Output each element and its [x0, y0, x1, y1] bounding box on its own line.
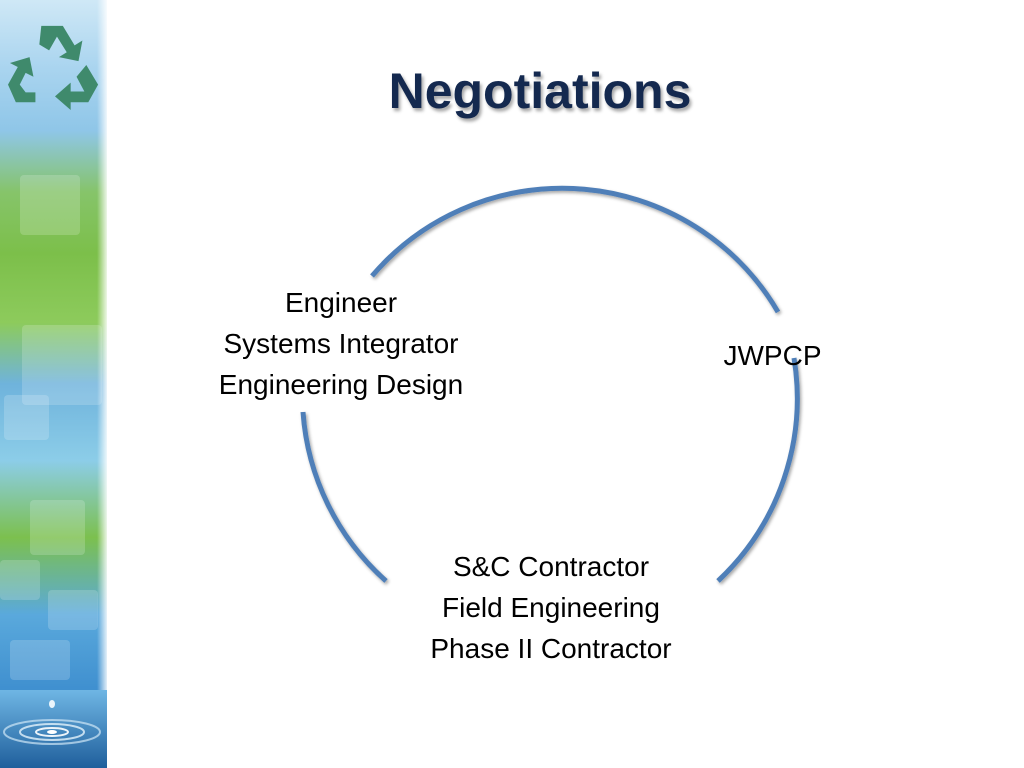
recycle-icon — [8, 25, 99, 111]
node-contractor-line-1: S&C Contractor — [452, 551, 650, 582]
water-ripple-icon — [0, 690, 107, 768]
ring-arc-left — [300, 411, 388, 583]
node-jwpcp: JWPCP — [690, 335, 855, 376]
node-engineer: Engineer Systems Integrator Engineering … — [176, 282, 506, 405]
node-contractor: S&C Contractor Field Engineering Phase I… — [376, 546, 726, 669]
node-engineer-line-1: Engineer — [284, 287, 398, 318]
ring-arc-top — [370, 185, 781, 314]
decorative-sidebar — [0, 0, 107, 768]
node-engineer-line-2: Systems Integrator — [223, 328, 459, 359]
node-engineer-line-3: Engineering Design — [218, 369, 464, 400]
node-contractor-line-2: Field Engineering — [442, 592, 660, 623]
node-contractor-line-3: Phase II Contractor — [430, 633, 672, 664]
ring-arc-right — [716, 357, 800, 583]
node-jwpcp-line-1: JWPCP — [723, 340, 822, 371]
slide-title: Negotiations — [388, 63, 692, 119]
